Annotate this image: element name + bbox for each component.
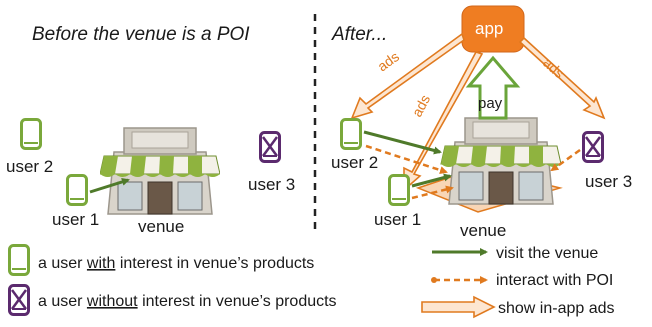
user1-label-before: user 1 bbox=[52, 210, 99, 229]
interact-arrow-user2 bbox=[365, 144, 448, 174]
app-label: app bbox=[475, 19, 503, 38]
ads-arrow-user3 bbox=[518, 36, 606, 120]
venue-icon-before bbox=[100, 127, 220, 215]
user3-phone-icon-before bbox=[259, 131, 281, 163]
ads-arrow-user2 bbox=[350, 32, 465, 120]
user1-phone-icon-after bbox=[388, 174, 410, 206]
user3-label-before: user 3 bbox=[248, 175, 295, 194]
user3-phone-icon-after bbox=[582, 131, 604, 163]
legend-interested-icon bbox=[8, 244, 30, 276]
venue-icon-after bbox=[440, 117, 562, 205]
interact-arrow-user1 bbox=[411, 185, 454, 200]
visit-arrow-before bbox=[89, 177, 130, 194]
app-box-icon bbox=[461, 5, 525, 53]
user2-phone-icon-before bbox=[20, 118, 42, 150]
legend-interested-text: a user with interest in venue’s products bbox=[38, 255, 314, 272]
user2-phone-icon-after bbox=[340, 118, 362, 150]
user1-label-after: user 1 bbox=[374, 210, 421, 229]
pay-label: pay bbox=[478, 95, 503, 112]
venue-label-after: venue bbox=[460, 221, 506, 240]
title-after: After... bbox=[331, 24, 387, 45]
legend-uninterested-icon bbox=[8, 284, 30, 316]
visit-arrow-user1 bbox=[411, 173, 452, 188]
user1-phone-icon-before bbox=[66, 174, 88, 206]
interact-arrow-user3 bbox=[550, 148, 581, 172]
legend-uninterested-text: a user without interest in venue’s produ… bbox=[38, 293, 337, 310]
user3-label-after: user 3 bbox=[585, 172, 632, 191]
legend-ads-arrow bbox=[421, 295, 496, 319]
legend-ads-text: show in-app ads bbox=[498, 300, 615, 317]
ads-arrow-user1 bbox=[403, 51, 484, 192]
user2-label-before: user 2 bbox=[6, 157, 53, 176]
venue-label-before: venue bbox=[138, 217, 184, 236]
legend-interact-text: interact with POI bbox=[496, 272, 613, 289]
user2-label-after: user 2 bbox=[331, 153, 378, 172]
ads-label-1: ads bbox=[374, 48, 402, 74]
ads-arrows bbox=[350, 32, 606, 192]
title-before: Before the venue is a POI bbox=[32, 24, 250, 45]
legend-visit-text: visit the venue bbox=[496, 245, 598, 262]
visit-arrow-user2 bbox=[363, 130, 442, 155]
pay-arrow bbox=[465, 55, 521, 120]
ads-label-2: ads bbox=[409, 92, 434, 119]
